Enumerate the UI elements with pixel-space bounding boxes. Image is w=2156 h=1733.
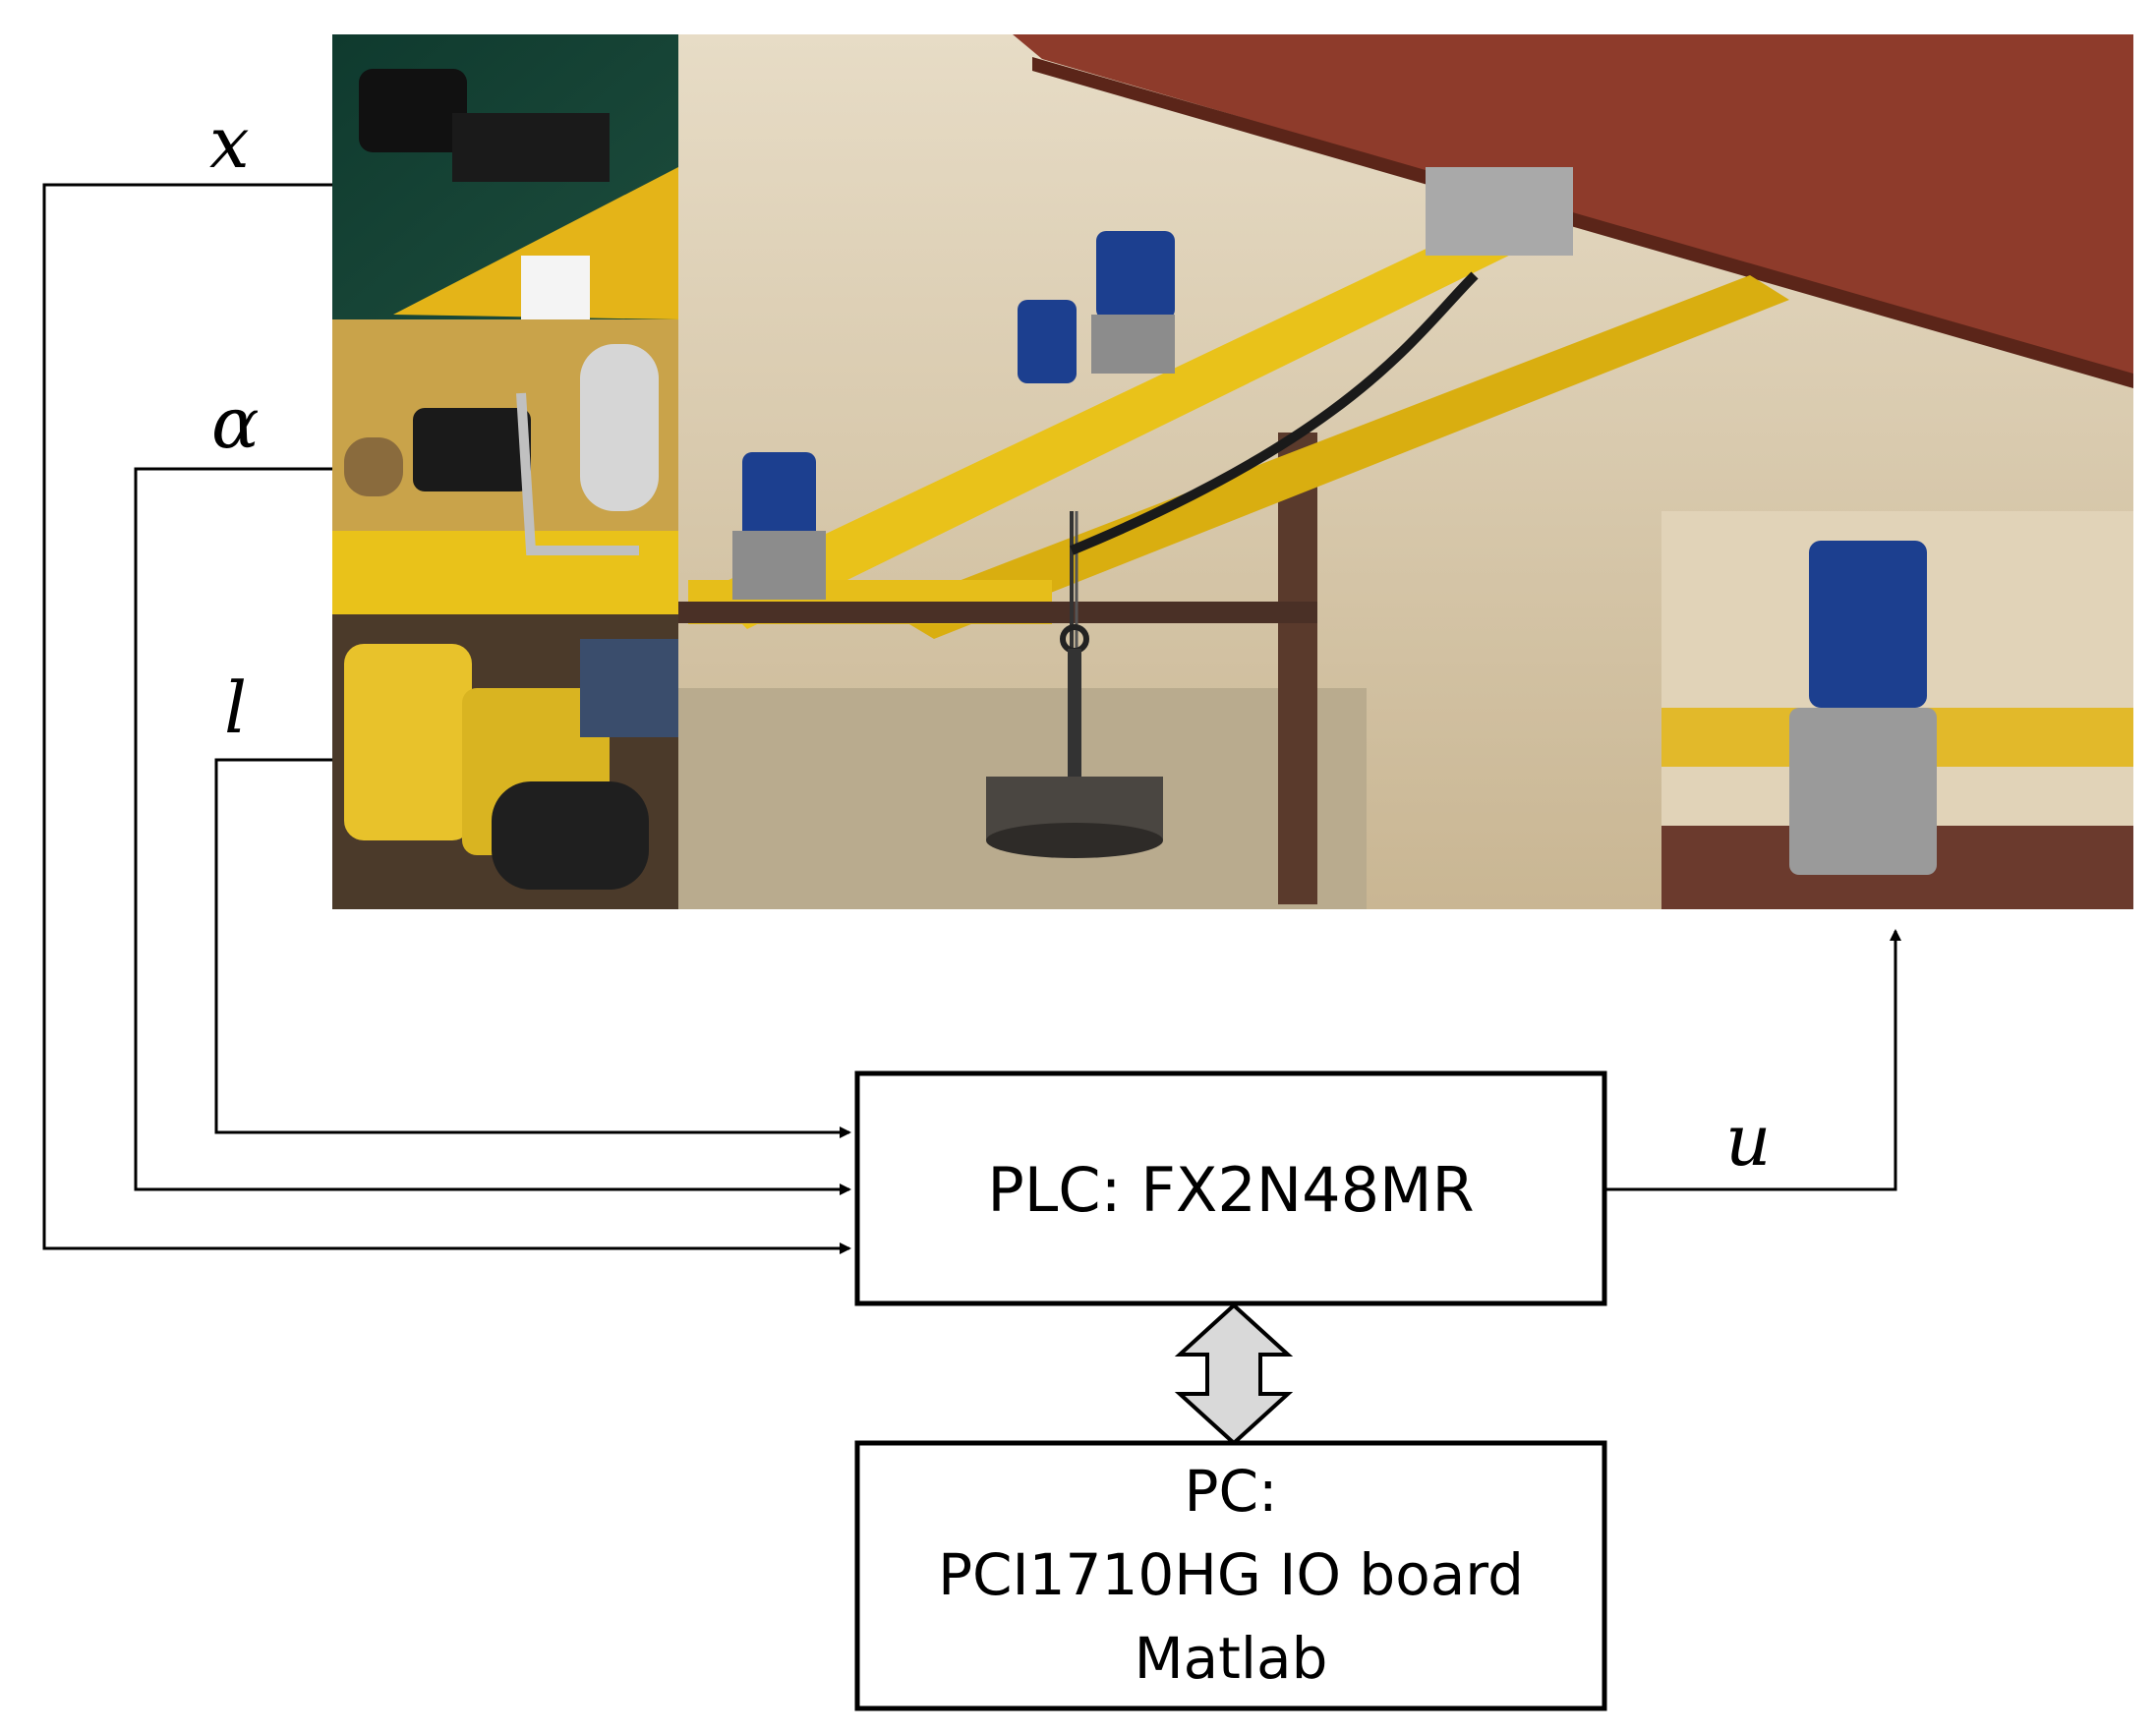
signal-line-u bbox=[1604, 929, 1901, 1191]
encoder-alpha-photo bbox=[332, 319, 678, 614]
signal-label-l: l bbox=[224, 666, 247, 749]
signal-label-x: x bbox=[209, 101, 250, 184]
motor-icon bbox=[1091, 231, 1175, 374]
signal-lines bbox=[42, 183, 1901, 1254]
pc-block: PC: PCI1710HG IO board Matlab bbox=[854, 1440, 1607, 1711]
pc-label-line1: PC: bbox=[1184, 1458, 1277, 1525]
signal-line-alpha bbox=[134, 467, 851, 1195]
pc-label-line2: PCI1710HG IO board bbox=[938, 1541, 1524, 1608]
encoder-l-photo bbox=[332, 614, 678, 909]
motor-icon bbox=[732, 452, 826, 600]
signal-line-l bbox=[214, 758, 851, 1138]
signal-line-x bbox=[42, 183, 851, 1254]
photo-collage bbox=[332, 34, 2133, 909]
signal-label-alpha: α bbox=[211, 381, 260, 464]
pc-label-line3: Matlab bbox=[1135, 1625, 1328, 1692]
signal-label-u: u bbox=[1725, 1099, 1771, 1182]
motor-icon bbox=[1018, 300, 1077, 383]
encoder-x-photo bbox=[332, 34, 678, 319]
bidirectional-arrow-icon bbox=[1174, 1302, 1294, 1446]
plc-label: PLC: FX2N48MR bbox=[987, 1154, 1474, 1226]
plc-block: PLC: FX2N48MR bbox=[854, 1070, 1607, 1306]
motor-inset-photo bbox=[1661, 511, 2133, 909]
crane-photo bbox=[678, 34, 2133, 909]
